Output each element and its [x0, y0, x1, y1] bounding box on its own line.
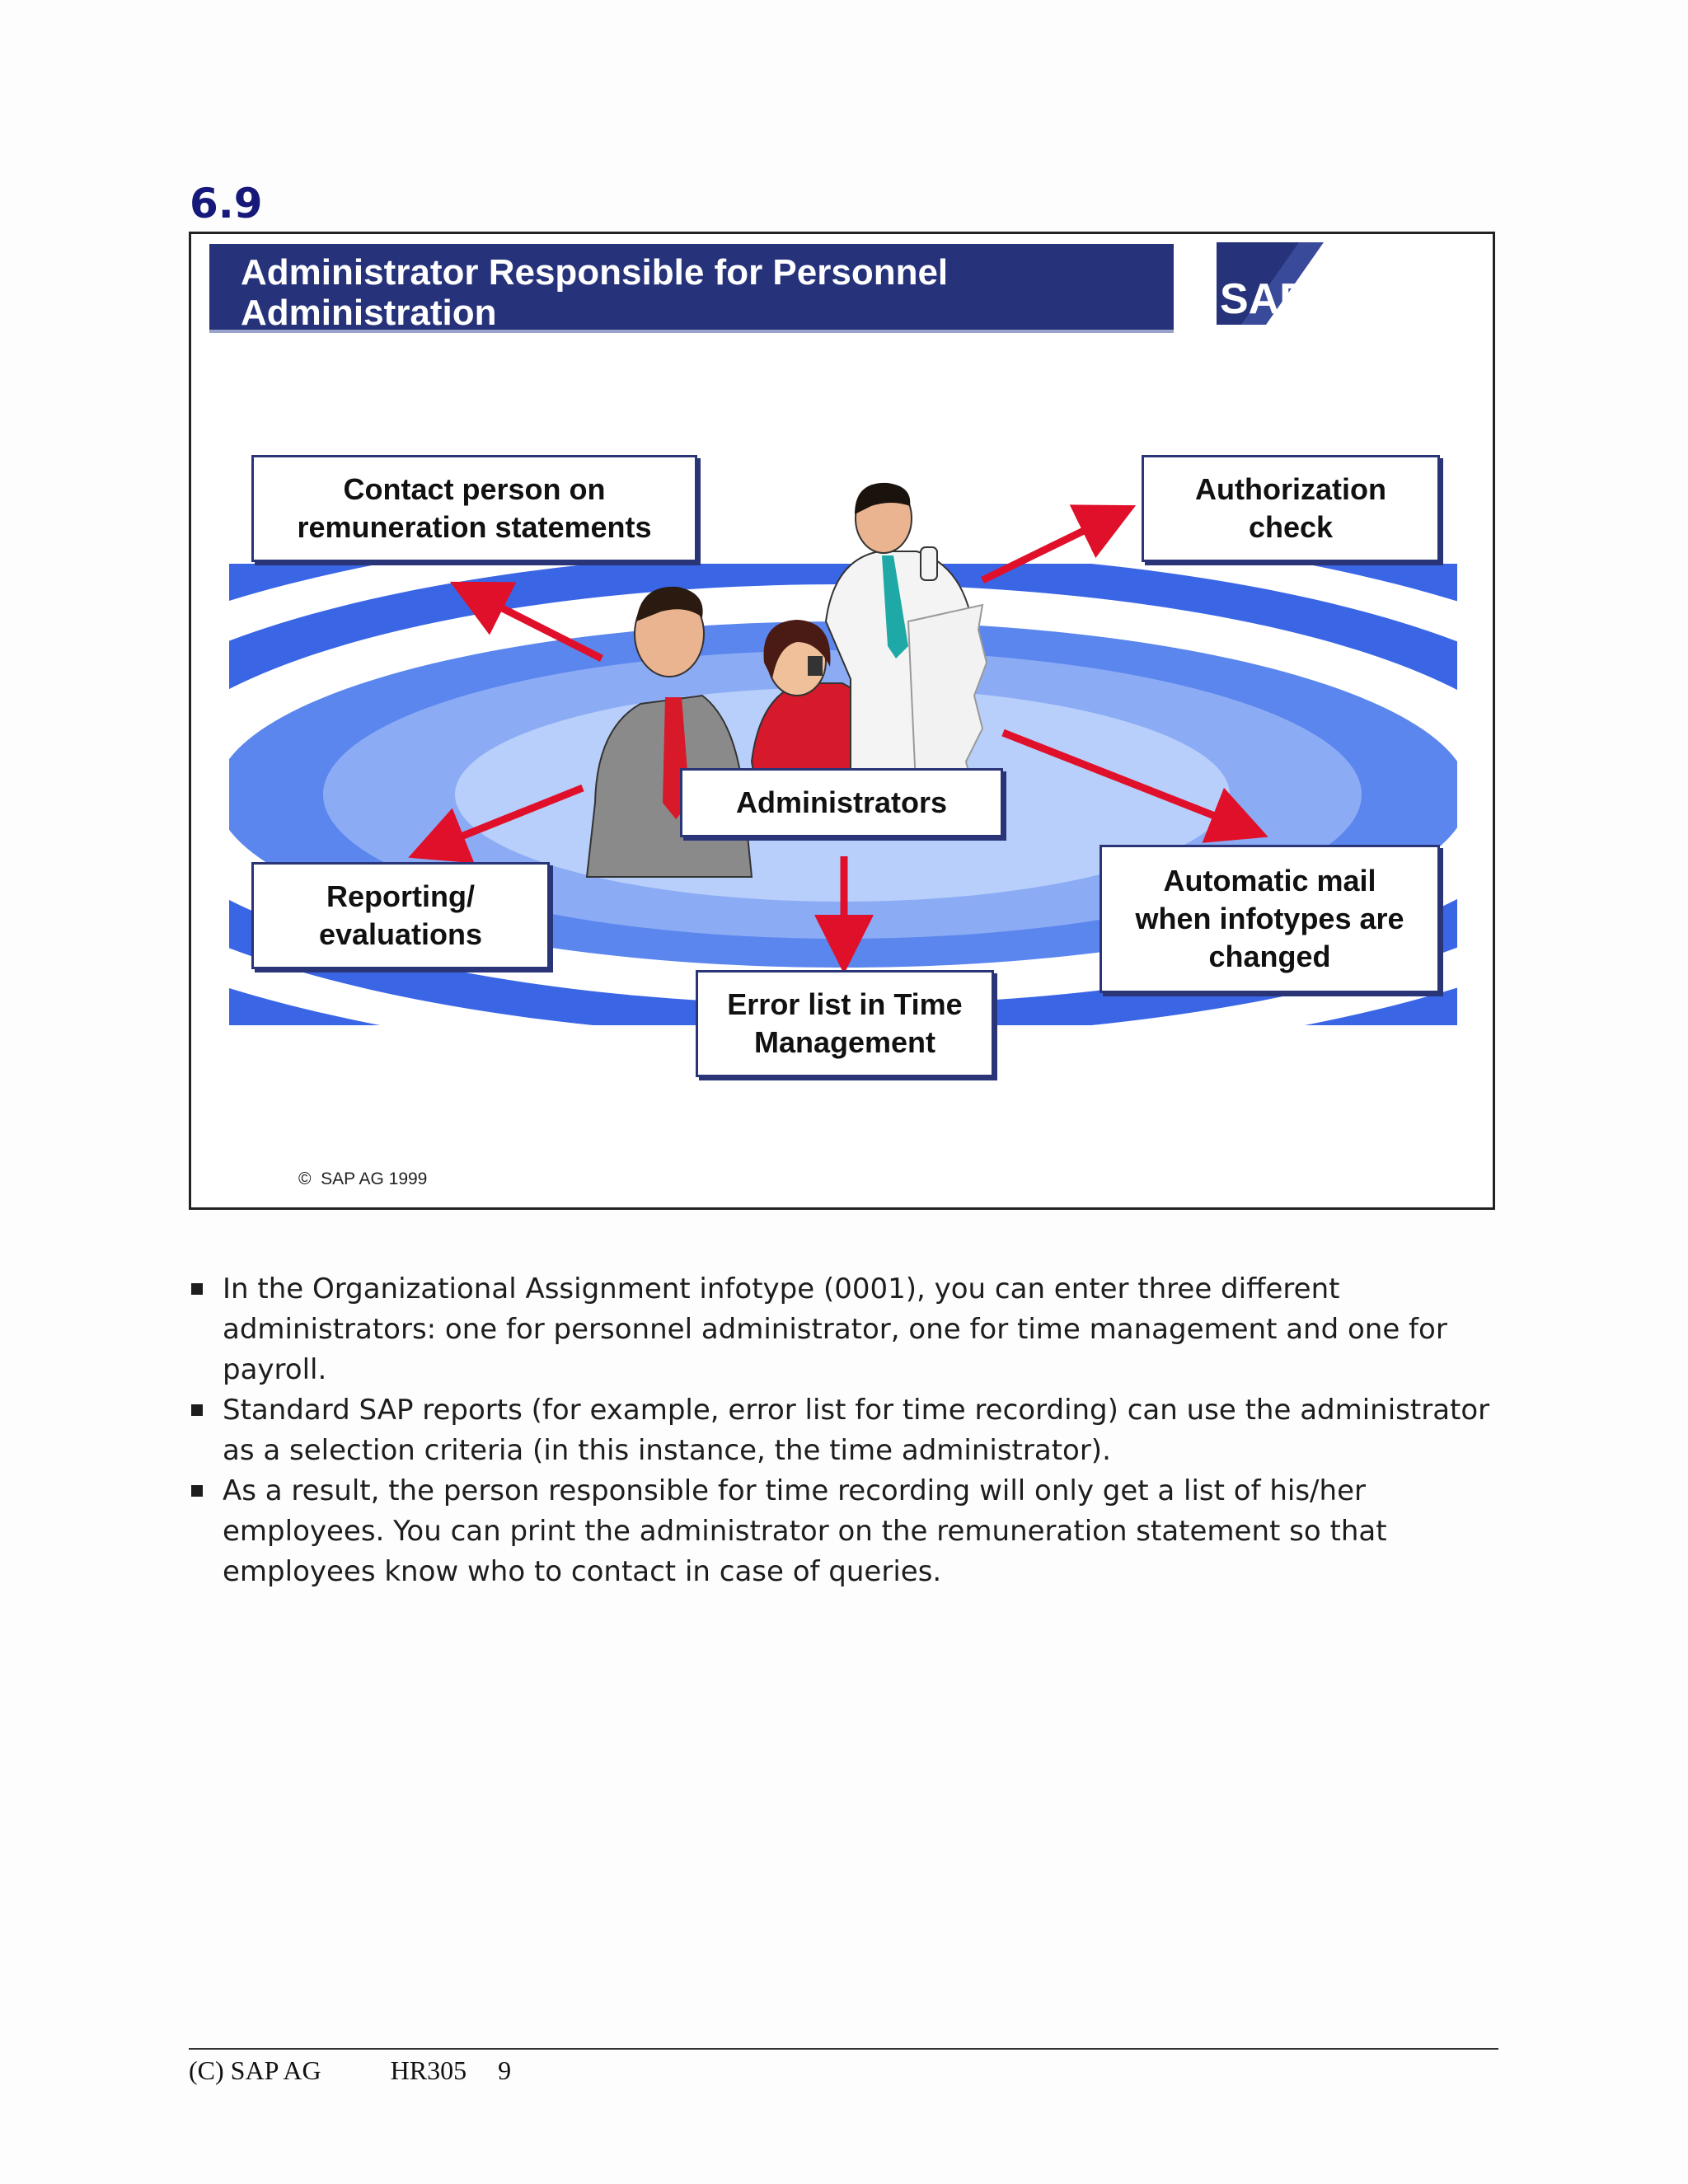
error-list-box: Error list in Time Management	[696, 970, 994, 1077]
footer-owner: (C) SAP AG	[189, 2055, 321, 2085]
slide-title: Administrator Responsible for Personnel …	[241, 252, 949, 333]
bullet-square-icon	[191, 1485, 203, 1497]
bullet-text: Standard SAP reports (for example, error…	[223, 1394, 1490, 1467]
authorization-check-box: Authorization check	[1142, 455, 1440, 562]
copyright-symbol: ©	[298, 1169, 312, 1188]
list-item: As a result, the person responsible for …	[190, 1471, 1508, 1592]
list-item: Standard SAP reports (for example, error…	[190, 1390, 1508, 1471]
section-number: 6.9	[190, 180, 263, 227]
bullet-list: In the Organizational Assignment infotyp…	[190, 1269, 1508, 1592]
arrow-to-authorization	[981, 504, 1137, 584]
bullet-square-icon	[191, 1283, 203, 1295]
bullet-text: In the Organizational Assignment infotyp…	[223, 1272, 1447, 1386]
arrows	[408, 504, 1268, 974]
slide: Administrator Responsible for Personnel …	[189, 232, 1495, 1210]
copyright-text: SAP AG 1999	[321, 1169, 428, 1188]
bullet-text: As a result, the person responsible for …	[223, 1474, 1387, 1588]
slide-title-banner: Administrator Responsible for Personnel …	[209, 244, 1174, 333]
arrow-to-automatic-mail	[1001, 729, 1268, 843]
list-item: In the Organizational Assignment infotyp…	[190, 1269, 1508, 1390]
footer-page-number: 9	[498, 2055, 512, 2085]
slide-copyright: © SAP AG 1999	[298, 1169, 427, 1189]
arrow-to-reporting	[408, 784, 584, 864]
automatic-mail-box: Automatic mail when infotypes are change…	[1100, 845, 1440, 993]
reporting-evaluations-box: Reporting/ evaluations	[251, 862, 550, 969]
contact-person-box: Contact person on remuneration statement…	[251, 455, 697, 562]
page-footer: (C) SAP AG HR305 9	[189, 2055, 511, 2086]
standing-man-illustration	[824, 482, 988, 812]
footer-divider	[189, 2048, 1498, 2050]
sap-logo: SAP	[1217, 242, 1324, 325]
footer-course: HR305	[390, 2055, 467, 2085]
sap-logo-text: SAP	[1220, 275, 1308, 323]
bullet-square-icon	[191, 1404, 203, 1416]
arrow-to-contact-person	[449, 581, 604, 663]
administrators-box: Administrators	[680, 768, 1003, 837]
